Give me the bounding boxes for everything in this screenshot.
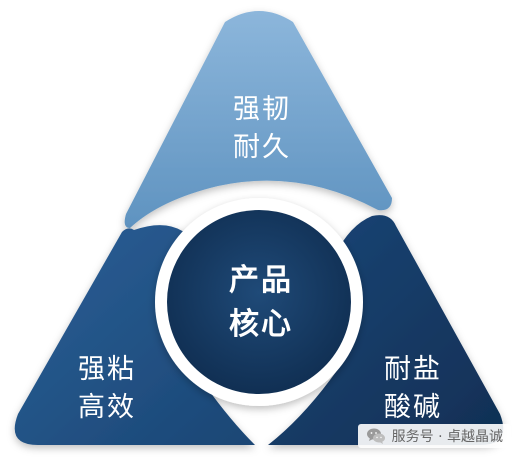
center-label-line1: 产品 <box>229 263 293 298</box>
center-label-line2: 核心 <box>229 307 293 342</box>
top-label-line1: 强韧 <box>233 94 291 125</box>
bottom-left-segment <box>14 225 256 445</box>
wechat-icon <box>366 428 385 444</box>
bottom-right-label-line1: 耐盐 <box>384 354 442 385</box>
bottom-right-segment <box>268 215 504 445</box>
watermark: 服务号 · 卓越晶诚 <box>357 424 511 448</box>
watermark-text: 服务号 · 卓越晶诚 <box>391 429 503 445</box>
bottom-left-label-line1: 强粘 <box>78 354 136 385</box>
center-circle <box>167 210 351 394</box>
top-label-line2: 耐久 <box>233 132 291 163</box>
bottom-left-label-line2: 高效 <box>78 392 136 423</box>
bottom-right-label-line2: 酸碱 <box>384 392 442 423</box>
top-segment <box>124 11 393 228</box>
